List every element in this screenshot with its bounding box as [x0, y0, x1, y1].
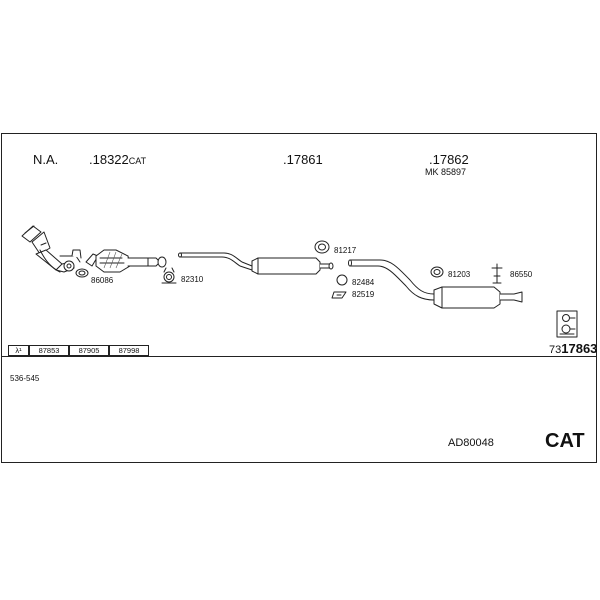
middle-silencer-part: [178, 252, 334, 275]
callout-82519: 82519: [352, 290, 375, 299]
kit-prefix: 73: [549, 344, 562, 356]
diagram-frame: [1, 133, 597, 463]
rear-silencer-part: [348, 259, 523, 309]
middle-part-number: .17861: [283, 152, 323, 167]
catalytic-converter-part: [85, 249, 167, 273]
assembly-code: AD80048: [448, 437, 494, 449]
ring-82484-part: [336, 274, 348, 286]
front-downpipe-part: [21, 225, 82, 273]
lambda-box: λ¹: [8, 345, 29, 356]
callout-82484: 82484: [352, 278, 375, 287]
cat-suffix: CAT: [128, 156, 147, 166]
rear-part-number: .17862: [429, 152, 469, 167]
na-label: N.A.: [33, 152, 59, 167]
cat-label: CAT: [545, 430, 585, 452]
rubber-ring-81217-part: [314, 240, 330, 254]
footer-box-item: 87998: [109, 345, 149, 356]
kit-main-number: 17863: [561, 341, 598, 356]
callout-82310: 82310: [181, 275, 204, 284]
kit-pictogram: [556, 310, 578, 338]
callout-81203: 81203: [448, 270, 471, 279]
footer-box-item: 87905: [69, 345, 109, 356]
cat-part-number: .18322CAT: [89, 152, 147, 167]
divider-line: [1, 356, 597, 357]
clamp-82310-part: [161, 267, 177, 284]
gasket-86086-part: [75, 268, 89, 278]
callout-86086: 86086: [91, 276, 114, 285]
callout-86550: 86550: [510, 270, 533, 279]
range-note: 536-545: [10, 374, 40, 383]
callout-81217: 81217: [334, 246, 357, 255]
kit-number: 7317863: [549, 340, 597, 358]
rubber-mount-81203-part: [430, 266, 444, 278]
footer-box-item: 87853: [29, 345, 69, 356]
bracket-82519-part: [331, 291, 347, 299]
hanger-86550-part: [491, 263, 503, 284]
converter-hatching: [103, 251, 123, 269]
rear-mk-label: MK 85897: [425, 167, 467, 177]
